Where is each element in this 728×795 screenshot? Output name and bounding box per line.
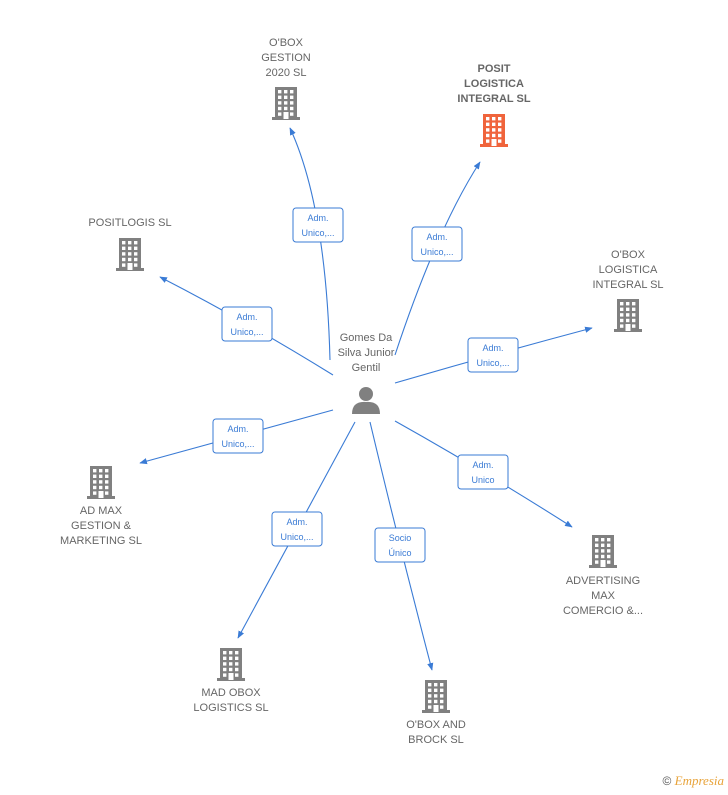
- company-name-line: ADVERTISING: [566, 575, 640, 587]
- company-name-line: O'BOX: [269, 37, 304, 49]
- edge-label-line: Único: [388, 548, 411, 558]
- person-name-line: Silva Junior: [338, 347, 395, 359]
- company-name-line: POSIT: [477, 63, 510, 75]
- edge-label-line: Adm.: [472, 460, 493, 470]
- building-icon: [480, 114, 508, 147]
- edge-label-line: Unico,...: [221, 439, 254, 449]
- company-name-line: LOGISTICS SL: [193, 702, 268, 714]
- building-icon: [87, 466, 115, 499]
- person-icon: [352, 387, 380, 414]
- company-name-line: INTEGRAL SL: [592, 279, 663, 291]
- edge-role-label[interactable]: Adm. Unico,...: [292, 207, 344, 243]
- company-name-line: O'BOX: [611, 249, 646, 261]
- edge-label-line: Unico,...: [476, 358, 509, 368]
- company-node-mad-obox[interactable]: MAD OBOX LOGISTICS SL: [193, 648, 269, 714]
- edge-role-label[interactable]: Adm. Unico,...: [411, 226, 463, 262]
- edge-label-line: Adm.: [307, 213, 328, 223]
- company-node-ad-max[interactable]: AD MAX GESTION & MARKETING SL: [60, 466, 142, 547]
- copyright-symbol: ©: [662, 774, 672, 788]
- edge-label-line: Unico,...: [280, 532, 313, 542]
- edge-label-line: Adm.: [227, 424, 248, 434]
- company-name-line: GESTION &: [71, 520, 132, 532]
- edge-advertising-max: Adm. Unico: [394, 420, 573, 528]
- company-name-line: LOGISTICA: [464, 78, 524, 90]
- company-node-obox-gestion[interactable]: O'BOX GESTION 2020 SL: [261, 37, 311, 120]
- edge-positlogis: Adm. Unico,...: [159, 276, 334, 376]
- building-icon: [272, 87, 300, 120]
- edge-role-label[interactable]: Adm. Unico,...: [221, 306, 273, 342]
- edge-label-line: Adm.: [236, 312, 257, 322]
- company-node-posit-logistica[interactable]: POSIT LOGISTICA INTEGRAL SL: [457, 63, 531, 147]
- company-name-line: MAD OBOX: [201, 687, 261, 699]
- company-name-line: INTEGRAL SL: [457, 93, 530, 105]
- company-node-advertising-max[interactable]: ADVERTISING MAX COMERCIO &...: [563, 535, 643, 617]
- company-node-obox-brock[interactable]: O'BOX AND BROCK SL: [406, 680, 466, 746]
- edge-label-line: Unico,...: [420, 247, 453, 257]
- company-node-obox-logistica[interactable]: O'BOX LOGISTICA INTEGRAL SL: [592, 249, 664, 332]
- building-icon: [422, 680, 450, 713]
- building-icon: [589, 535, 617, 568]
- company-name-line: GESTION: [261, 52, 311, 64]
- edge-arrow: [289, 127, 331, 361]
- nodes-layer: O'BOX GESTION 2020 SL POSIT LOGISTICA INTEGRA…: [60, 37, 664, 746]
- company-name-line: MARKETING SL: [60, 535, 142, 547]
- building-icon: [217, 648, 245, 681]
- brand-logo-text: Empresia: [674, 773, 724, 788]
- edge-label-line: Unico,...: [230, 327, 263, 337]
- footer-brand[interactable]: © Empresia: [662, 773, 724, 789]
- edge-role-label[interactable]: Adm. Unico,...: [467, 337, 519, 373]
- person-name-line: Gentil: [352, 362, 381, 374]
- company-name-line: AD MAX: [80, 505, 123, 517]
- edge-obox-logistica: Adm. Unico,...: [394, 326, 593, 384]
- building-icon: [116, 238, 144, 271]
- edge-label-line: Adm.: [426, 232, 447, 242]
- edge-label-line: Adm.: [286, 517, 307, 527]
- edge-role-label[interactable]: Adm. Unico,...: [271, 511, 323, 547]
- edge-label-line: Unico,...: [301, 228, 334, 238]
- edge-role-label[interactable]: Adm. Unico: [457, 454, 509, 490]
- edge-label-line: Unico: [471, 475, 494, 485]
- company-name-line: COMERCIO &...: [563, 605, 643, 617]
- company-name-line: O'BOX AND: [406, 719, 466, 731]
- edge-label-line: Socio: [389, 533, 412, 543]
- edge-mad-obox: Adm. Unico,...: [237, 421, 356, 639]
- company-node-positlogis[interactable]: POSITLOGIS SL: [88, 217, 172, 271]
- edge-ad-max: Adm. Unico,...: [139, 409, 334, 465]
- building-icon: [614, 299, 642, 332]
- edge-obox-gestion: Adm. Unico,...: [289, 127, 344, 361]
- company-name-line: LOGISTICA: [599, 264, 658, 276]
- company-name-line: POSITLOGIS SL: [88, 217, 171, 229]
- company-name-line: 2020 SL: [266, 67, 307, 79]
- company-name-line: MAX: [591, 590, 616, 602]
- edge-posit-logistica: Adm. Unico,...: [394, 161, 481, 356]
- edge-role-label[interactable]: Adm. Unico,...: [212, 418, 264, 454]
- edges-layer: Adm.Unico,...Adm.Unico,...Adm.Unico,...A…: [139, 127, 593, 671]
- edge-label-line: Adm.: [482, 343, 503, 353]
- person-name-line: Gomes Da: [340, 332, 393, 344]
- company-name-line: BROCK SL: [408, 734, 464, 746]
